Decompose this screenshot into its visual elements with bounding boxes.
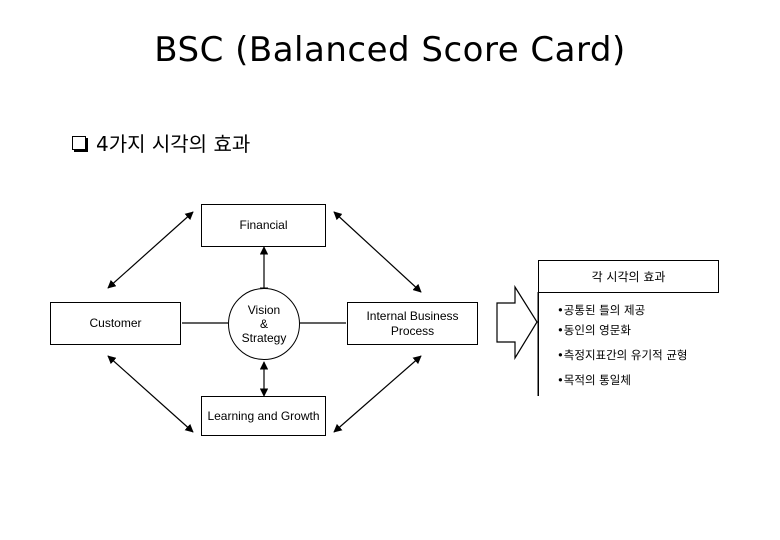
- financial-box: Financial: [201, 204, 326, 247]
- customer-label: Customer: [89, 316, 142, 330]
- learning-label: Learning and Growth: [207, 408, 320, 423]
- arrow-customer-learning: [107, 355, 194, 433]
- effects-header-label: 각 시각의 효과: [591, 270, 666, 284]
- internal-label-line2: Process: [390, 323, 435, 338]
- arrow-internal-learning: [333, 355, 422, 433]
- list-item: •공통된 틀의 제공: [557, 303, 646, 317]
- internal-process-box: Internal Business Process: [347, 302, 478, 345]
- customer-box: Customer: [50, 302, 181, 345]
- internal-label-line1: Internal Business: [366, 308, 459, 323]
- strategy-label: Strategy: [241, 331, 287, 345]
- effects-header: 각 시각의 효과: [538, 260, 719, 293]
- subtitle-text: 4가지 시각의 효과: [96, 132, 251, 156]
- ampersand-label: &: [259, 317, 268, 331]
- block-arrow-icon: [496, 284, 538, 361]
- vision-label: Vision: [247, 303, 281, 317]
- arrow-customer-financial: [107, 211, 194, 289]
- arrow-financial-internal: [333, 211, 422, 293]
- financial-label: Financial: [239, 218, 288, 232]
- checkbox-bullet-icon: [72, 135, 86, 150]
- vision-strategy-circle: Vision & Strategy: [228, 288, 300, 360]
- effects-list: •공통된 틀의 제공 •동인의 영문화 •측정지표간의 유기적 균형 •목적의 …: [538, 292, 719, 396]
- learning-growth-box: Learning and Growth: [201, 396, 326, 436]
- subtitle: 4가지 시각의 효과: [72, 128, 250, 157]
- list-item: •측정지표간의 유기적 균형: [557, 348, 688, 362]
- list-item: •목적의 통일체: [557, 373, 631, 387]
- page-title: BSC (Balanced Score Card): [154, 30, 626, 70]
- list-item: •동인의 영문화: [557, 323, 631, 337]
